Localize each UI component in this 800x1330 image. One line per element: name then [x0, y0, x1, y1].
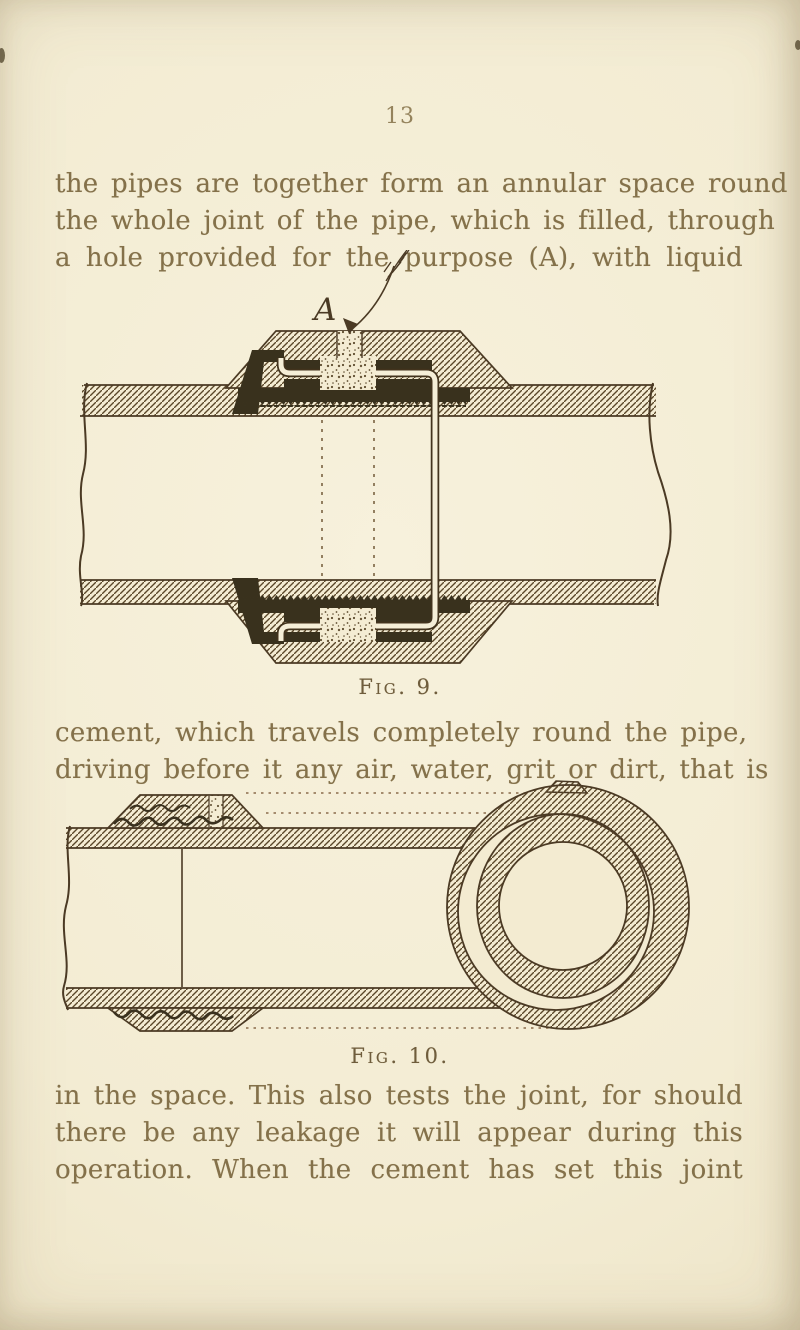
- fig10-collar-top: [105, 794, 265, 829]
- fig9-feather-icon: [383, 250, 410, 282]
- fig10-break-line-left: [62, 825, 71, 1011]
- fig9-drawing: A: [78, 250, 672, 664]
- fig9-label-a-group: A: [311, 250, 410, 334]
- paragraph-top-line-1: the pipes are together form an annular s…: [55, 169, 788, 199]
- fig10-collar-bottom: [105, 1007, 266, 1032]
- fig9-pipe-walls: [80, 384, 656, 605]
- fig10-projection-lines: [246, 792, 584, 1029]
- paragraph-bottom-line-2: there be any leakage it will appear duri…: [55, 1118, 743, 1148]
- page-number: 13: [385, 104, 415, 129]
- fig9-leader-line: [351, 265, 395, 330]
- fig10-inner-ring: [476, 813, 650, 999]
- scan-speck: [0, 48, 5, 63]
- fig9-cement-channel: [276, 358, 440, 641]
- fig9-break-line-left: [78, 382, 88, 607]
- paragraph-top-line-2: the whole joint of the pipe, which is fi…: [55, 206, 776, 236]
- scan-speck: [795, 40, 800, 50]
- fig9-arrowhead: [343, 318, 358, 334]
- paragraph-bottom-line-1: in the space. This also tests the joint,…: [55, 1081, 743, 1111]
- paragraph-middle-line-1: cement, which travels completely round t…: [55, 718, 748, 748]
- paragraph-bottom-line-3: operation. When the cement has set this …: [55, 1155, 743, 1185]
- paragraph-middle-line-2: driving before it any air, water, grit o…: [55, 755, 769, 785]
- paragraph-top-line-3: a hole provided for the purpose (A), wit…: [55, 243, 743, 273]
- fig9-pipe-end-dashed-lines: [321, 420, 375, 578]
- fig9-caption: Fig. 9.: [358, 675, 442, 699]
- fig10-end-view: [446, 780, 690, 1030]
- fig10-drawing: [62, 780, 690, 1032]
- fig9-label-a: A: [311, 292, 336, 328]
- fig9-break-line-right: [648, 382, 672, 607]
- fig9-joint-gap-cement: [320, 331, 376, 642]
- fig10-caption: Fig. 10.: [350, 1044, 450, 1068]
